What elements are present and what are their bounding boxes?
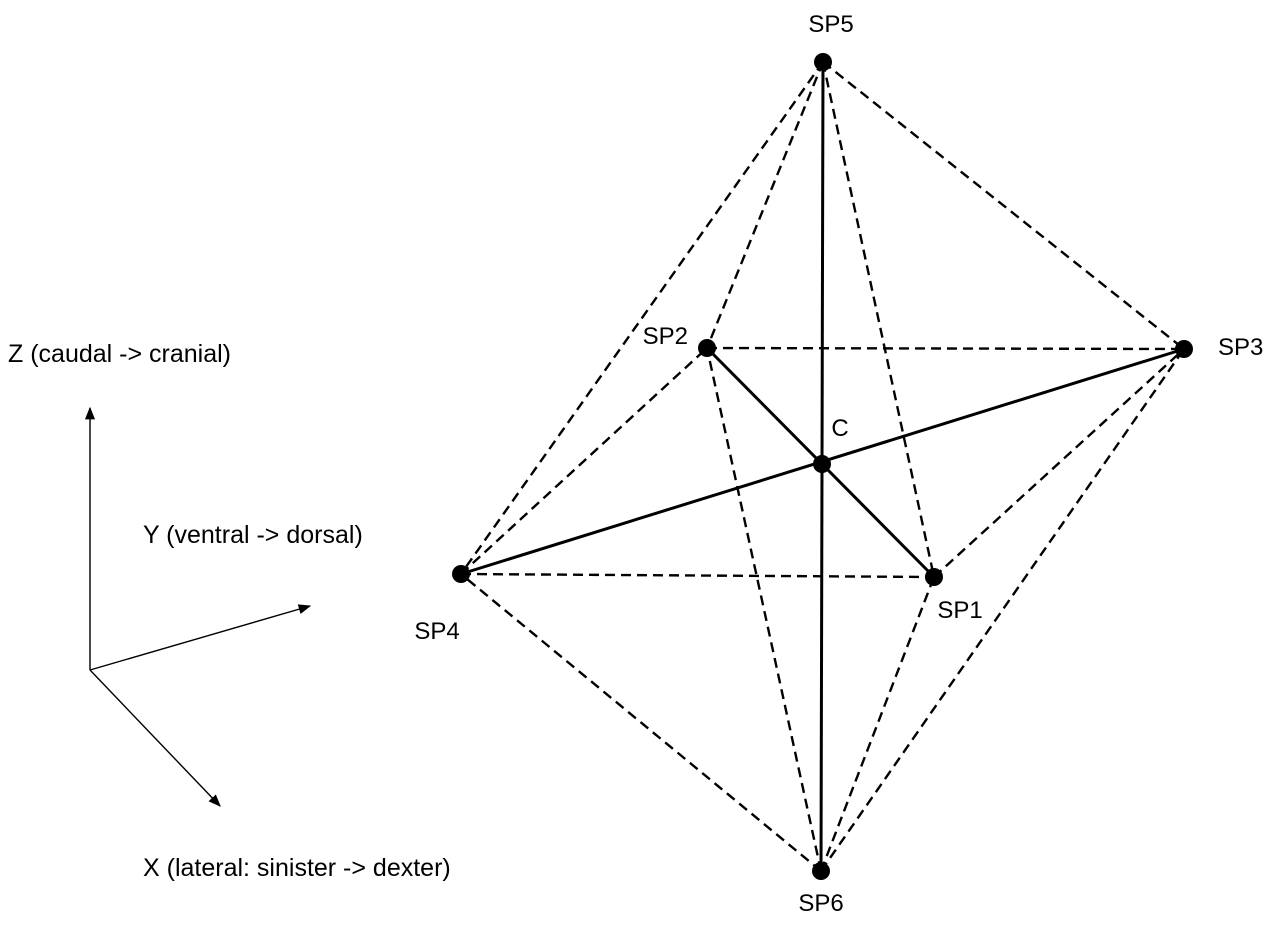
vertex-sp4 [452,565,470,583]
edge-sp6-sp3 [820,348,1185,872]
node-label-c: C [831,415,848,442]
edge-sp6-sp2 [705,347,823,872]
edge-sp4-sp1 [460,572,935,579]
vertex-sp6 [812,862,830,880]
x-axis-arrow [89,669,221,807]
edges-group [460,61,1185,872]
edge-sp5-sp1 [821,61,936,578]
vertex-c [813,455,831,473]
vertex-sp2 [698,339,716,357]
vertex-sp3 [1175,340,1193,358]
vertex-sp1 [925,568,943,586]
edge-sp5-sp4 [460,61,824,575]
node-label-sp5: SP5 [808,11,853,38]
axes-group: Z (caudal -> cranial) Y (ventral -> dors… [8,340,451,882]
edge-sp5-sp2 [705,61,825,349]
edge-sp2-sp3 [706,346,1185,351]
edge-sp5-sp3 [822,61,1185,350]
node-label-sp6: SP6 [798,890,843,917]
edge-sp6-sp1 [819,576,936,872]
y-axis-label: Y (ventral -> dorsal) [143,521,363,549]
node-label-sp2: SP2 [643,323,688,350]
node-labels-group: SP5 SP2 SP3 C SP4 SP1 SP6 [414,11,1263,917]
y-axis-arrow [89,604,312,671]
node-label-sp3: SP3 [1218,334,1263,361]
node-label-sp1: SP1 [937,597,982,624]
vertex-sp5 [814,53,832,71]
z-axis-label: Z (caudal -> cranial) [8,340,231,368]
vertices-group [452,53,1193,880]
node-label-sp4: SP4 [414,618,459,645]
edge-sp1-sp3 [933,348,1185,578]
x-axis-label: X (lateral: sinister -> dexter) [143,854,451,882]
edge-sp6-sp4 [460,573,822,872]
edge-sp4-sp2 [460,347,708,575]
